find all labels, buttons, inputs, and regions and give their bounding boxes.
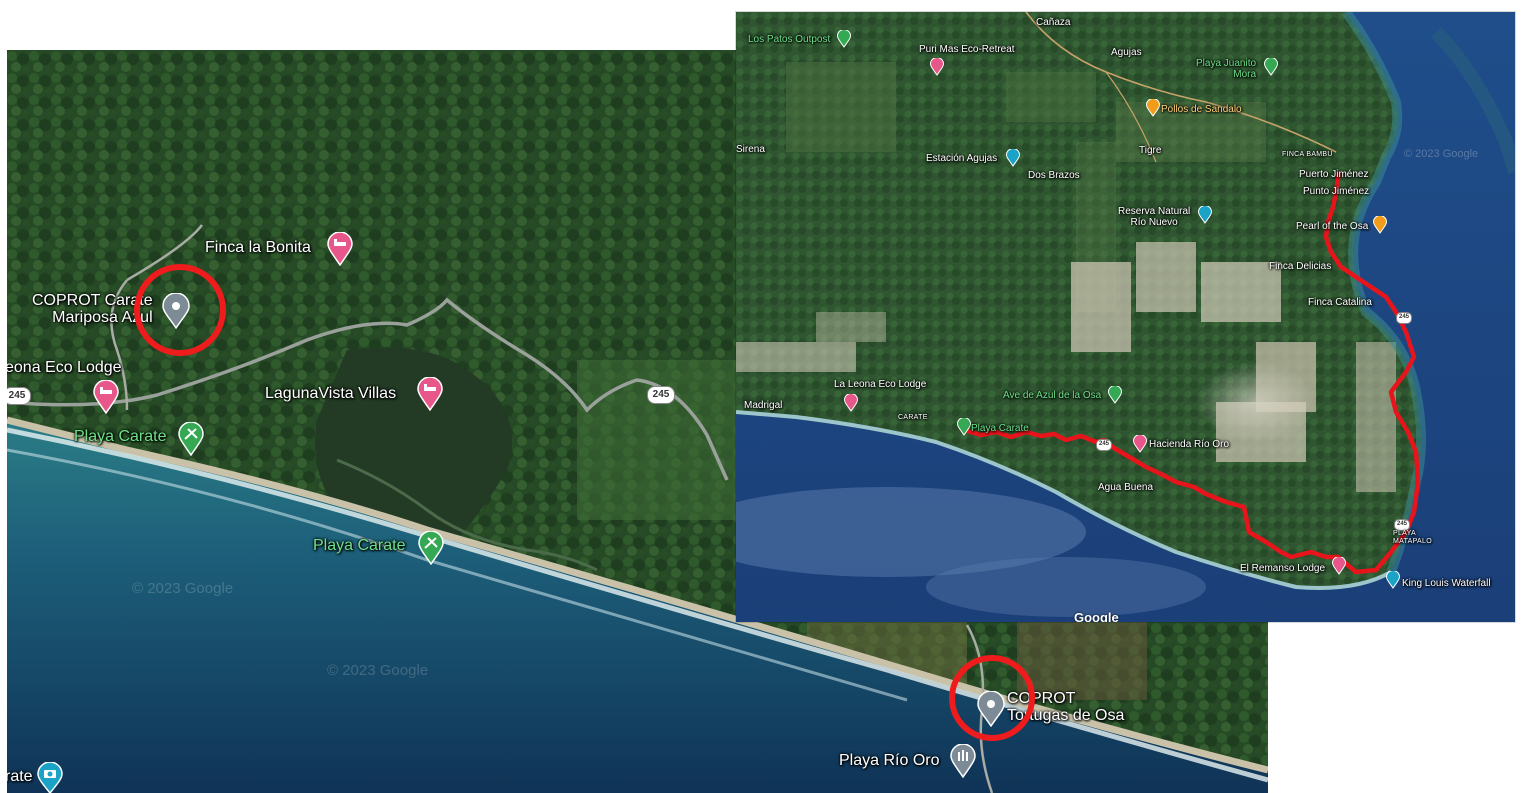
place-label-finca-catalina[interactable]: Finca Catalina [1308,297,1372,308]
place-label-ave-de-azul[interactable]: Ave de Azul de la Osa [1003,390,1102,401]
bed-icon[interactable] [1332,557,1346,575]
place-label-line: Reserva Natural [1118,206,1191,217]
bed-icon[interactable] [417,377,443,411]
place-label-sirena[interactable]: Sirena [736,144,765,155]
place-label-pearl-of-the-osa[interactable]: Pearl of the Osa [1296,221,1369,232]
road-shield-245: 245 [1396,312,1412,324]
place-label-line: Mariposa Azul [52,309,153,326]
chapel-icon[interactable] [950,744,976,778]
bed-icon[interactable] [930,58,944,76]
route-overview-map[interactable]: © 2023 Google 245 245 245 Cañaza Los Pat… [736,12,1515,622]
camera-icon[interactable] [1386,571,1400,589]
google-logo: Google [1074,610,1119,622]
road-shield-245: 245 [1096,439,1112,451]
place-label-reserva-rio-nuevo[interactable]: Reserva Natural Río Nuevo [1118,206,1190,228]
place-label-finca-delicias[interactable]: Finca Delicias [1269,261,1332,272]
place-label-playa-rio-oro[interactable]: Playa Río Oro [839,752,940,769]
map-watermark: © 2023 Google [1404,148,1479,160]
fork-knife-icon[interactable] [1373,216,1387,234]
place-label-line: Playa Juanito [1196,58,1257,69]
map-watermark: © 2023 Google [132,580,234,597]
place-label-line: COPROT Carate [32,292,153,309]
place-label-madrigal[interactable]: Madrigal [744,400,783,411]
place-label-pollos-de-sandalo[interactable]: Pollos de Sandalo [1161,104,1242,115]
place-label-line: MATAPALO [1393,538,1432,545]
tree-icon[interactable] [1108,386,1122,404]
place-label-la-leona-eco-lodge[interactable]: La Leona Eco Lodge [834,379,927,390]
place-label-puri-mas[interactable]: Puri Mas Eco-Retreat [919,44,1015,55]
place-label-puerto-jimenez[interactable]: Puerto Jiménez [1299,169,1369,180]
place-label-dos-brazos[interactable]: Dos Brazos [1028,170,1080,181]
bed-icon[interactable] [327,232,353,266]
beach-icon[interactable] [178,422,204,456]
highlight-circle [949,655,1035,741]
place-label-line: Mora [1233,69,1257,80]
satellite-terrain [736,12,1515,622]
place-label-finca-bambu[interactable]: FINCA BAMBU [1282,151,1333,158]
place-label-line: PLAYA [1393,530,1417,537]
place-label-lagunavista-villas[interactable]: LagunaVista Villas [265,385,397,402]
place-label-playa-carate[interactable]: Playa Carate [971,423,1029,434]
place-label-coprot-carate[interactable]: COPROT Carate Mariposa Azul [32,292,153,326]
place-label-agua-buena[interactable]: Agua Buena [1098,482,1154,493]
place-label-los-patos-outpost[interactable]: Los Patos Outpost [748,34,831,45]
camera-icon[interactable] [1198,206,1212,224]
place-label-punto-jimenez[interactable]: Punto Jiménez [1303,186,1370,197]
camera-icon[interactable] [37,762,63,793]
hiking-icon[interactable] [837,30,851,48]
place-label-carate[interactable]: CARATE [898,414,928,421]
place-label-playa-carate[interactable]: Playa Carate [74,428,167,445]
place-label-playa-carate[interactable]: Playa Carate [313,537,406,554]
place-label-line: Río Nuevo [1130,217,1178,228]
bed-icon[interactable] [1133,435,1147,453]
map-watermark: © 2023 Google [327,662,429,679]
place-label-leona-eco-lodge[interactable]: eona Eco Lodge [7,359,122,376]
road-shield-245: 245 [7,387,31,405]
place-label-playa-matapalo[interactable]: PLAYA MATAPALO [1393,530,1432,546]
bed-icon[interactable] [93,380,119,414]
beach-icon[interactable] [957,418,971,436]
beach-icon[interactable] [1264,58,1278,76]
bed-icon[interactable] [844,394,858,412]
place-label-canaza[interactable]: Cañaza [1036,17,1071,28]
place-label-hacienda-rio-oro[interactable]: Hacienda Río Oro [1149,439,1230,450]
place-label-tigre[interactable]: Tigre [1139,145,1162,156]
place-label-playa-juanito-mora[interactable]: Playa Juanito Mora [1196,58,1256,80]
place-label-estacion-agujas[interactable]: Estación Agujas [926,153,998,164]
fork-knife-icon[interactable] [1146,99,1160,117]
place-label-finca-la-bonita[interactable]: Finca la Bonita [205,239,311,256]
place-label-el-remanso-lodge[interactable]: El Remanso Lodge [1240,563,1326,574]
place-label-line: Tortugas de Osa [1007,707,1125,724]
road-shield-245: 245 [647,386,675,404]
road-shield-245: 245 [1394,519,1410,531]
highlight-circle [134,264,226,356]
beach-icon[interactable] [418,531,444,565]
place-label-agujas[interactable]: Agujas [1111,47,1142,58]
place-label-king-louis-waterfall[interactable]: King Louis Waterfall [1402,578,1491,589]
camera-icon[interactable] [1006,149,1020,167]
place-label-carate[interactable]: rate [7,768,33,785]
